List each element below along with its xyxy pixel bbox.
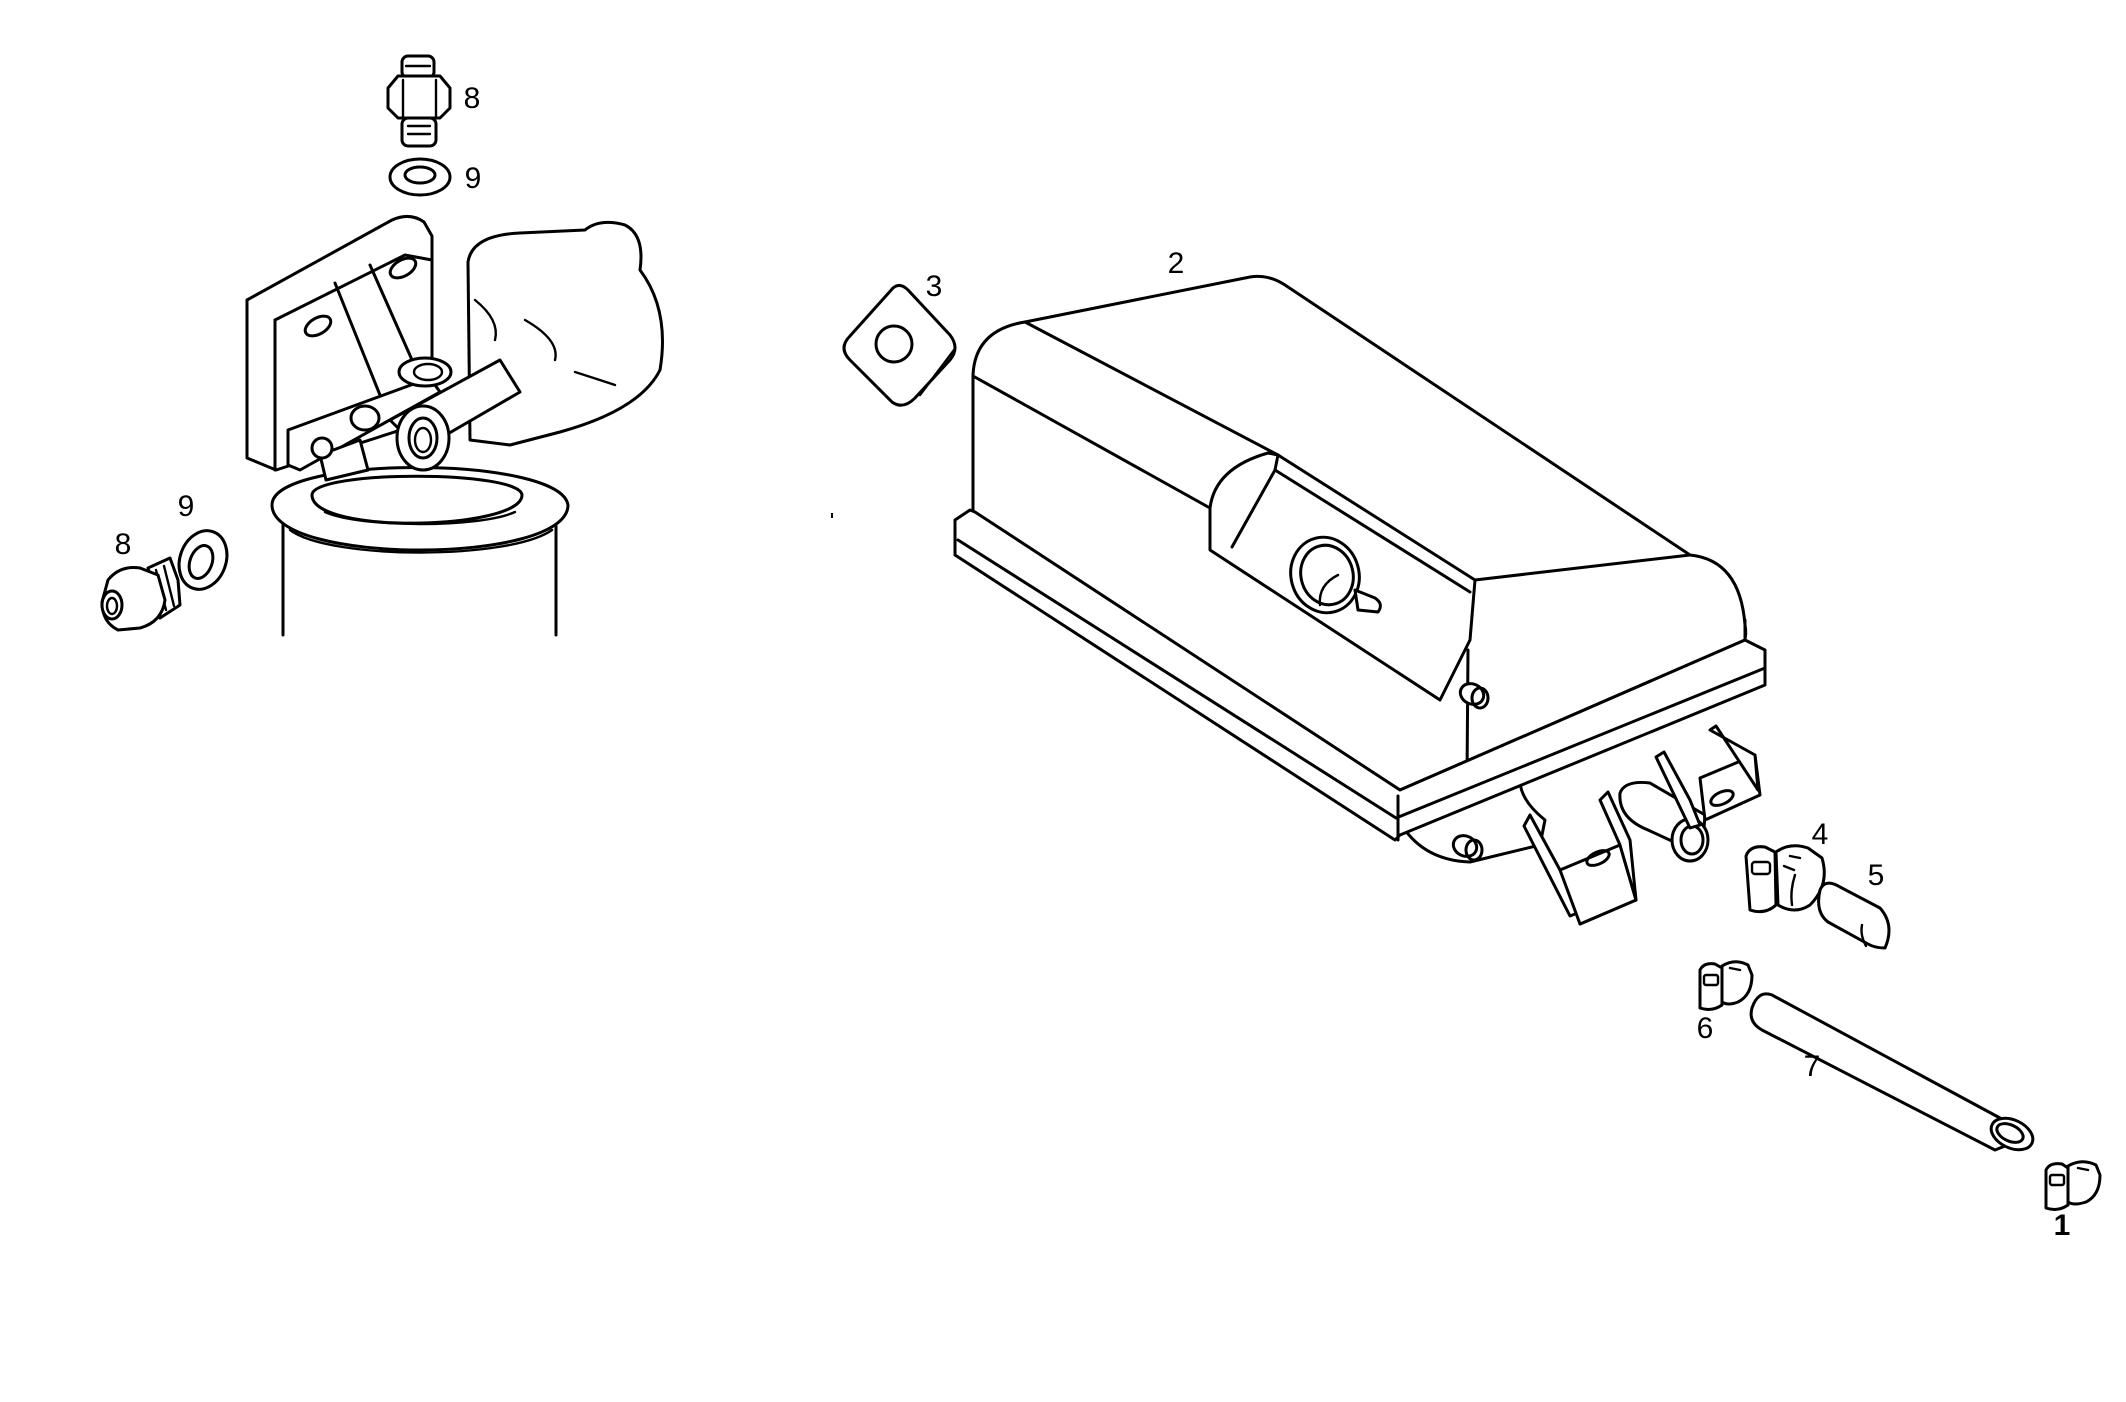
hose-clamp-1 <box>2044 1160 2102 1211</box>
callout-6: 6 <box>1696 1012 1714 1045</box>
callout-5: 5 <box>1867 859 1885 892</box>
callout-9-top: 9 <box>464 162 482 195</box>
mounting-bracket-right <box>1654 724 1762 830</box>
callout-8-top: 8 <box>463 82 481 115</box>
callout-2: 2 <box>1167 247 1185 280</box>
mounting-bracket-left <box>1522 790 1638 926</box>
callout-3: 3 <box>925 270 943 303</box>
callout-8-left: 8 <box>114 528 132 561</box>
fuel-filter-assembly <box>245 215 664 637</box>
fitting-8-left <box>100 556 182 632</box>
hose-sleeve-5 <box>1817 881 1891 950</box>
callout-4: 4 <box>1811 818 1829 851</box>
stud-lower <box>1451 834 1484 862</box>
stud-upper <box>1458 682 1490 710</box>
fitting-8-top <box>386 54 452 148</box>
hose-clamp-6 <box>1698 960 1754 1011</box>
fuel-hose-7 <box>1749 992 2035 1152</box>
outlet-pipe <box>1618 781 1710 863</box>
washer-9-top <box>388 157 452 197</box>
speck <box>831 513 833 518</box>
callout-7: 7 <box>1803 1050 1821 1083</box>
washer-9-left <box>177 529 229 591</box>
callout-1: 1 <box>2053 1209 2071 1242</box>
callout-9-left: 9 <box>177 490 195 523</box>
gasket-3 <box>842 283 957 407</box>
hose-clamp-4 <box>1744 844 1826 914</box>
fuel-tank-2 <box>953 274 1767 926</box>
